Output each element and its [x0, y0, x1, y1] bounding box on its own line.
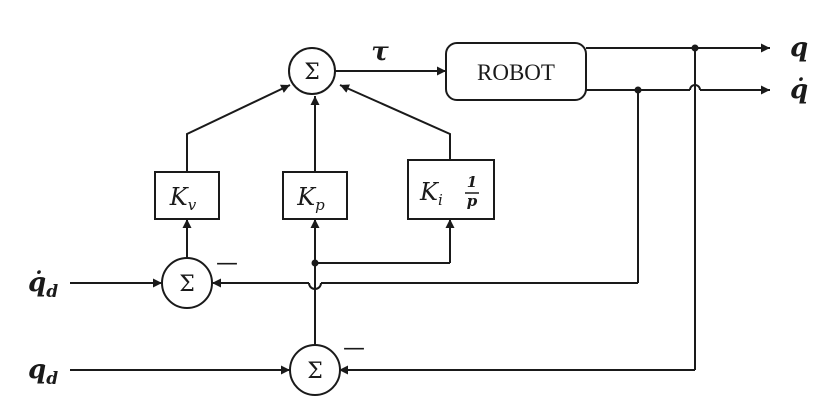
- sum-velocity-error-symbol: Σ: [179, 272, 195, 297]
- kv-main: K: [169, 183, 190, 211]
- wire-kv-out: [186, 84, 291, 172]
- qdot-output-label: q̇: [790, 75, 808, 105]
- ki-sub: i: [438, 191, 443, 209]
- wire-ki-out: [339, 84, 451, 172]
- ki-main: K: [419, 178, 440, 206]
- minus-sign-velocity: —: [216, 251, 238, 276]
- junction-qdot: [634, 86, 642, 94]
- q-d-sub: d: [46, 369, 58, 389]
- minus-sign-position: —: [343, 336, 365, 361]
- kv-sub: v: [188, 196, 197, 214]
- sum-torque: [288, 47, 336, 95]
- tau-label: τ: [371, 37, 389, 67]
- robot-block: [445, 42, 587, 101]
- kv-block: [154, 171, 220, 220]
- ki-block: [407, 159, 495, 220]
- kp-label: Kp: [296, 183, 325, 214]
- kv-label: Kv: [169, 183, 197, 214]
- junction-pos-error: [311, 259, 319, 267]
- junction-q: [691, 44, 699, 52]
- ki-frac-num: 1: [467, 173, 477, 191]
- qdot-d-label: q̇d: [28, 268, 58, 302]
- kp-sub: p: [315, 196, 325, 214]
- kp-block: [282, 171, 348, 220]
- sum-velocity-error: [161, 257, 213, 309]
- qdot-d-main: q̇: [28, 268, 46, 298]
- sum-torque-symbol: Σ: [304, 60, 320, 85]
- qdot-d-sub: d: [46, 282, 58, 302]
- sum-position-error: [289, 344, 341, 396]
- sum-position-error-symbol: Σ: [307, 359, 323, 384]
- ki-label: Ki: [419, 178, 443, 209]
- robot-label: ROBOT: [477, 60, 555, 85]
- kp-main: K: [296, 183, 317, 211]
- q-d-main: q: [28, 355, 46, 385]
- q-d-label: qd: [28, 355, 58, 389]
- ki-frac-den: p: [467, 192, 478, 210]
- q-output-label: q: [790, 33, 808, 63]
